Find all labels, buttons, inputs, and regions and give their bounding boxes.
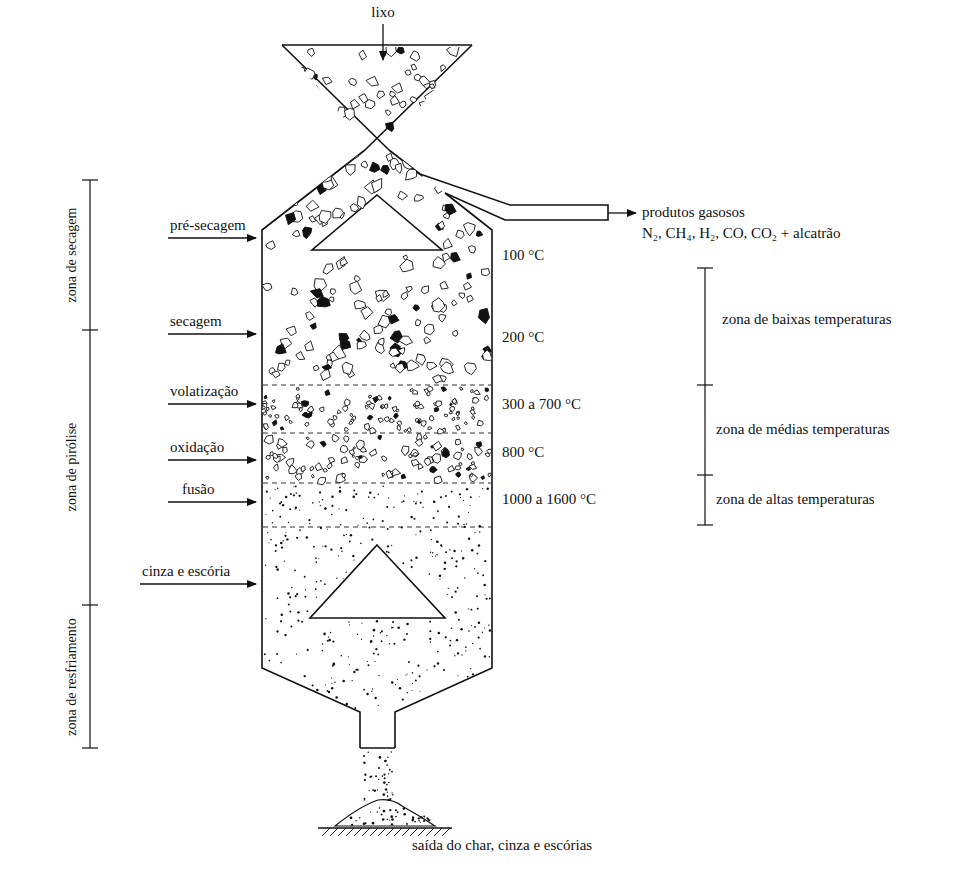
label: lixo	[371, 4, 394, 21]
label: secagem	[170, 313, 222, 330]
label: 800 °C	[502, 444, 544, 461]
ash-pile	[318, 751, 452, 836]
label: volatização	[170, 383, 238, 400]
label: cinza e escória	[142, 563, 230, 580]
zone-label: zona de resfriamento	[64, 618, 80, 735]
label: N₂, CH₄, H₂, CO, CO₂ + alcatrão	[642, 225, 841, 242]
label: 1000 a 1600 °C	[502, 491, 596, 508]
label: zona de médias temperaturas	[716, 421, 890, 438]
label: zona de altas temperaturas	[716, 491, 875, 508]
label: saída do char, cinza e escórias	[412, 837, 592, 854]
zone-bracket	[82, 180, 713, 748]
vessel-outline	[262, 45, 608, 748]
label: oxidação	[170, 439, 224, 456]
zone-divider	[263, 385, 491, 527]
zone-label: zona de pirólise	[64, 423, 80, 512]
refuse-texture	[260, 44, 492, 712]
label: produtos gasosos	[642, 204, 745, 221]
zone-label: zona de secagem	[64, 208, 80, 303]
label: 200 °C	[502, 329, 544, 346]
label: fusão	[182, 481, 215, 498]
label: zona de baixas temperaturas	[722, 311, 892, 328]
arrow	[140, 24, 636, 584]
label: pré-secagem	[170, 217, 246, 234]
label: 300 a 700 °C	[502, 396, 581, 413]
label: 100 °C	[502, 247, 544, 264]
